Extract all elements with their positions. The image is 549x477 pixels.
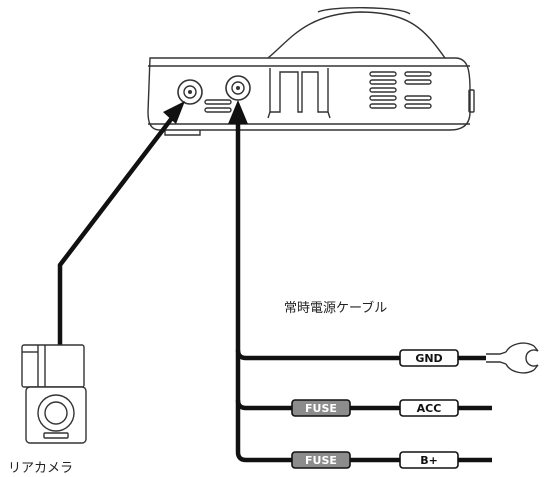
rear-camera-label: リアカメラ xyxy=(8,461,73,476)
wire-bplus: FUSE B+ xyxy=(291,451,492,469)
acc-fuse-label: FUSE xyxy=(305,402,337,415)
power-cable-label: 常時電源ケーブル xyxy=(284,300,387,316)
power-arrow-head-icon xyxy=(228,100,248,124)
bplus-fuse-label: FUSE xyxy=(305,454,337,467)
rear-camera-port xyxy=(177,79,203,105)
wire-gnd: GND xyxy=(399,342,539,374)
power-cable xyxy=(235,118,400,463)
rear-camera-device xyxy=(21,344,87,444)
power-port xyxy=(225,75,251,101)
vent-slots xyxy=(204,71,432,113)
rear-camera-cable xyxy=(57,101,185,345)
bplus-tag-label: B+ xyxy=(420,454,438,467)
gnd-tag-label: GND xyxy=(415,352,442,365)
wire-acc: FUSE ACC xyxy=(291,399,492,417)
acc-tag-label: ACC xyxy=(417,402,442,415)
arrow-head-icon xyxy=(163,101,185,124)
ring-terminal-icon xyxy=(486,342,539,374)
dash-camera-unit xyxy=(147,7,475,136)
